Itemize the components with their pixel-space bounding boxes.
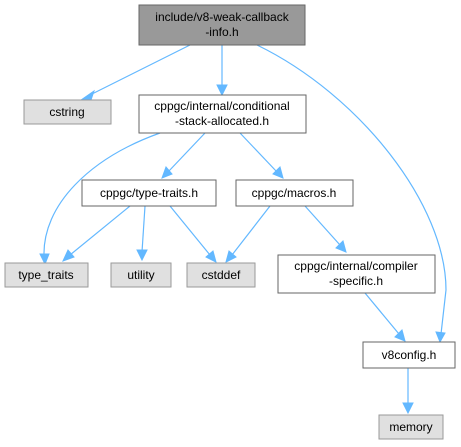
node-cstddef[interactable]: cstddef: [186, 262, 256, 288]
edge-type_traits_h-utility: [141, 205, 146, 253]
edge-root-cstring: [87, 44, 191, 97]
arrowhead-conditional-type_traits_h: [161, 166, 173, 179]
edge-conditional-macros: [239, 132, 278, 173]
node-type_traits[interactable]: type_traits: [4, 262, 89, 288]
edge-macros-cstddef: [231, 205, 271, 256]
arrowhead-type_traits_h-type_traits: [62, 249, 75, 262]
arrowhead-type_traits_h-cstddef: [205, 250, 217, 263]
node-label: include/v8-weak-callback: [155, 10, 289, 24]
node-label: cppgc/internal/conditional: [154, 99, 289, 113]
node-label: cstddef: [202, 268, 241, 282]
node-cppgc-internal-compiler-specific[interactable]: cppgc/internal/compiler -specific.h: [277, 254, 436, 294]
edges: [39, 44, 447, 415]
arrowhead-root-cstring: [79, 89, 95, 101]
edge-type_traits_h-cstddef: [169, 205, 211, 256]
arrowhead-root-conditional: [216, 84, 228, 97]
node-cppgc-internal-conditional-stack-allocated[interactable]: cppgc/internal/conditional -stack-alloca…: [138, 94, 307, 134]
node-label: type_traits: [18, 268, 73, 282]
node-label: cppgc/macros.h: [252, 186, 337, 200]
node-label: utility: [127, 268, 154, 282]
edge-conditional-type_traits: [43, 132, 161, 258]
edge-compiler-v8config: [364, 292, 400, 335]
arrowhead-type_traits_h-utility: [136, 249, 148, 262]
node-label: -stack-allocated.h: [175, 114, 269, 128]
node-memory[interactable]: memory: [378, 414, 444, 440]
node-cstring[interactable]: cstring: [23, 99, 112, 125]
edge-macros-compiler: [304, 205, 341, 246]
arrowhead-conditional-type_traits: [39, 253, 50, 266]
node-label: cppgc/internal/compiler: [294, 259, 417, 273]
node-label: -info.h: [205, 25, 238, 39]
edge-root-v8config: [256, 44, 447, 335]
arrowhead-macros-cstddef: [225, 250, 237, 263]
node-label: cppgc/type-traits.h: [100, 186, 198, 200]
edge-conditional-type_traits_h: [167, 132, 206, 173]
node-label: memory: [389, 420, 432, 434]
node-label: v8config.h: [382, 348, 437, 362]
node-label: -specific.h: [329, 274, 383, 288]
arrowhead-macros-compiler: [335, 240, 347, 253]
node-cppgc-macros[interactable]: cppgc/macros.h: [235, 179, 354, 207]
node-v8config[interactable]: v8config.h: [362, 341, 456, 369]
node-include-v8-weak-callback-info[interactable]: include/v8-weak-callback -info.h: [138, 4, 306, 46]
arrowhead-compiler-v8config: [394, 329, 406, 342]
edge-type_traits_h-type_traits: [69, 205, 131, 256]
node-cppgc-type-traits[interactable]: cppgc/type-traits.h: [81, 179, 217, 207]
node-utility[interactable]: utility: [110, 262, 172, 288]
arrowhead-conditional-macros: [272, 166, 284, 179]
node-label: cstring: [49, 105, 84, 119]
arrowhead-root-v8config: [435, 331, 446, 344]
arrowhead-v8config-memory: [402, 402, 414, 415]
